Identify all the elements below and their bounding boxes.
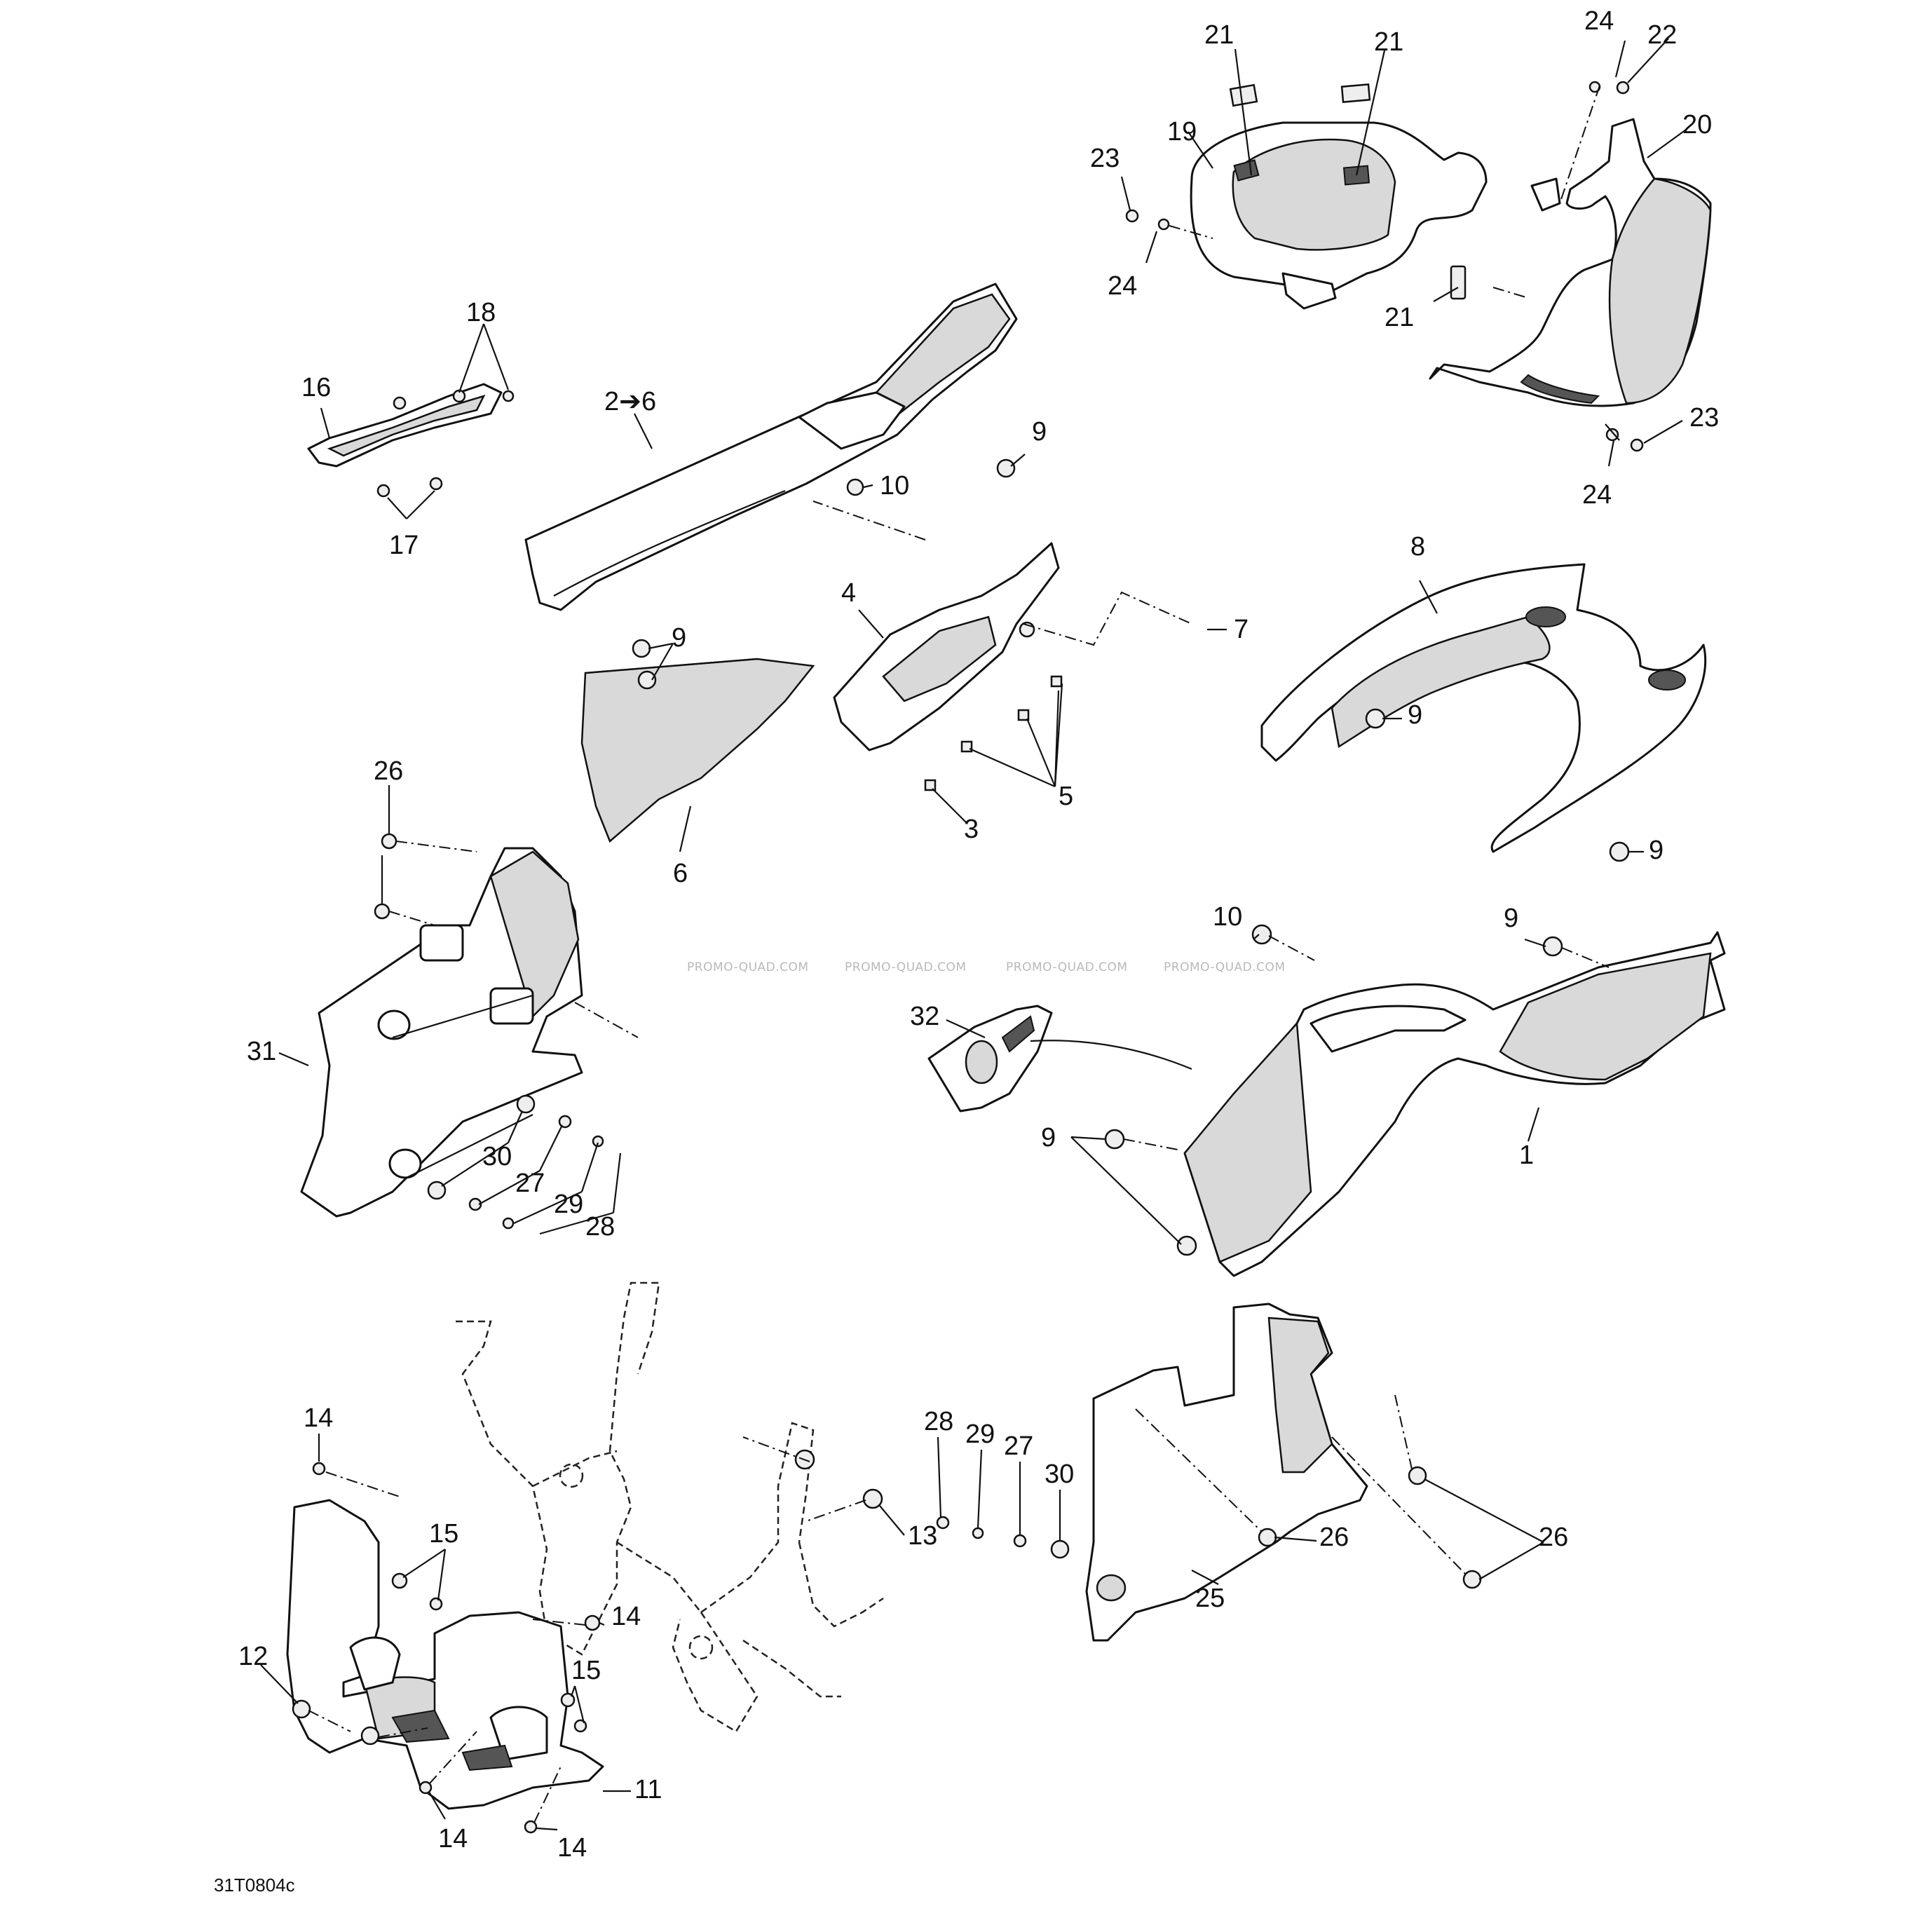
- frame-phantom: [456, 1281, 884, 1733]
- callout-28: 28: [585, 1212, 615, 1241]
- watermark: PROMO-QUAD.COM: [687, 960, 809, 974]
- callout-28: 28: [924, 1407, 953, 1436]
- callout-labels: 21 21 24 22 19 20 23 24 21 23 24 18 16 1…: [238, 6, 1719, 1863]
- callout-2-6: 2➔6: [604, 387, 656, 416]
- part-2-6-side-panel: [524, 283, 1018, 611]
- part-16-guard: [307, 383, 503, 468]
- callout-15: 15: [429, 1519, 458, 1549]
- callout-14: 14: [304, 1403, 333, 1433]
- callout-1: 1: [1519, 1141, 1534, 1170]
- callout-21: 21: [1385, 303, 1414, 332]
- callout-9: 9: [1408, 700, 1422, 730]
- callout-4: 4: [841, 578, 856, 608]
- callout-13: 13: [908, 1521, 937, 1551]
- callout-24: 24: [1582, 480, 1612, 510]
- callout-3: 3: [964, 815, 979, 844]
- callout-26: 26: [1539, 1523, 1568, 1552]
- callout-26: 26: [374, 756, 403, 786]
- watermark: PROMO-QUAD.COM: [845, 960, 967, 974]
- callout-31: 31: [247, 1037, 276, 1066]
- watermark: PROMO-QUAD.COM: [1006, 960, 1128, 974]
- callout-19: 19: [1167, 117, 1197, 147]
- callout-14: 14: [438, 1824, 468, 1853]
- callout-30: 30: [482, 1142, 512, 1171]
- callout-9: 9: [1041, 1123, 1056, 1152]
- callout-12: 12: [238, 1642, 268, 1671]
- part-20-rear-tray: [1429, 118, 1712, 407]
- callout-9: 9: [672, 623, 686, 653]
- fasteners: [292, 81, 1644, 1834]
- callout-27: 27: [1004, 1431, 1033, 1461]
- callout-15: 15: [571, 1656, 601, 1685]
- callout-23: 23: [1090, 144, 1120, 173]
- callout-29: 29: [554, 1190, 583, 1219]
- callout-32: 32: [910, 1002, 939, 1031]
- part-4-bracket: [833, 542, 1060, 751]
- callout-14: 14: [557, 1833, 587, 1863]
- diagram-reference-code: 31T0804c: [214, 1875, 295, 1896]
- callout-18: 18: [466, 298, 496, 327]
- callout-9: 9: [1649, 836, 1664, 865]
- callout-9: 9: [1032, 417, 1047, 447]
- callout-17: 17: [389, 531, 419, 560]
- callout-6: 6: [673, 859, 688, 888]
- part-6-panel: [580, 658, 815, 843]
- callout-5: 5: [1059, 782, 1073, 811]
- callout-23: 23: [1689, 403, 1719, 433]
- leader-lines: [260, 38, 1687, 1831]
- callout-10: 10: [1213, 902, 1242, 932]
- callout-20: 20: [1682, 110, 1712, 140]
- callout-16: 16: [301, 373, 331, 402]
- callout-10: 10: [880, 471, 909, 501]
- part-25-footwell: [1085, 1302, 1368, 1642]
- callout-27: 27: [515, 1169, 545, 1198]
- part-8-rear-fender: [1260, 563, 1707, 853]
- callout-21: 21: [1374, 27, 1403, 57]
- callout-14: 14: [611, 1602, 641, 1631]
- watermark: PROMO-QUAD.COM: [1164, 960, 1286, 974]
- part-1-front-fender: [1183, 931, 1726, 1277]
- callout-7: 7: [1234, 615, 1249, 644]
- callout-21: 21: [1204, 20, 1234, 50]
- watermark-row: PROMO-QUAD.COM PROMO-QUAD.COM PROMO-QUAD…: [687, 960, 1286, 974]
- callout-11: 11: [634, 1775, 662, 1804]
- part-31-front-panel: [300, 847, 583, 1218]
- part-19-tray: [1190, 121, 1488, 310]
- spacer-21: [1229, 83, 1467, 300]
- callout-8: 8: [1410, 532, 1425, 562]
- callout-9: 9: [1504, 904, 1518, 933]
- part-32-plate: [927, 1005, 1053, 1113]
- callout-25: 25: [1195, 1584, 1225, 1613]
- callout-24: 24: [1584, 6, 1614, 36]
- callout-24: 24: [1108, 271, 1137, 301]
- callout-22: 22: [1647, 20, 1677, 50]
- callout-30: 30: [1045, 1460, 1074, 1489]
- callout-26: 26: [1319, 1523, 1349, 1552]
- callout-29: 29: [965, 1420, 995, 1449]
